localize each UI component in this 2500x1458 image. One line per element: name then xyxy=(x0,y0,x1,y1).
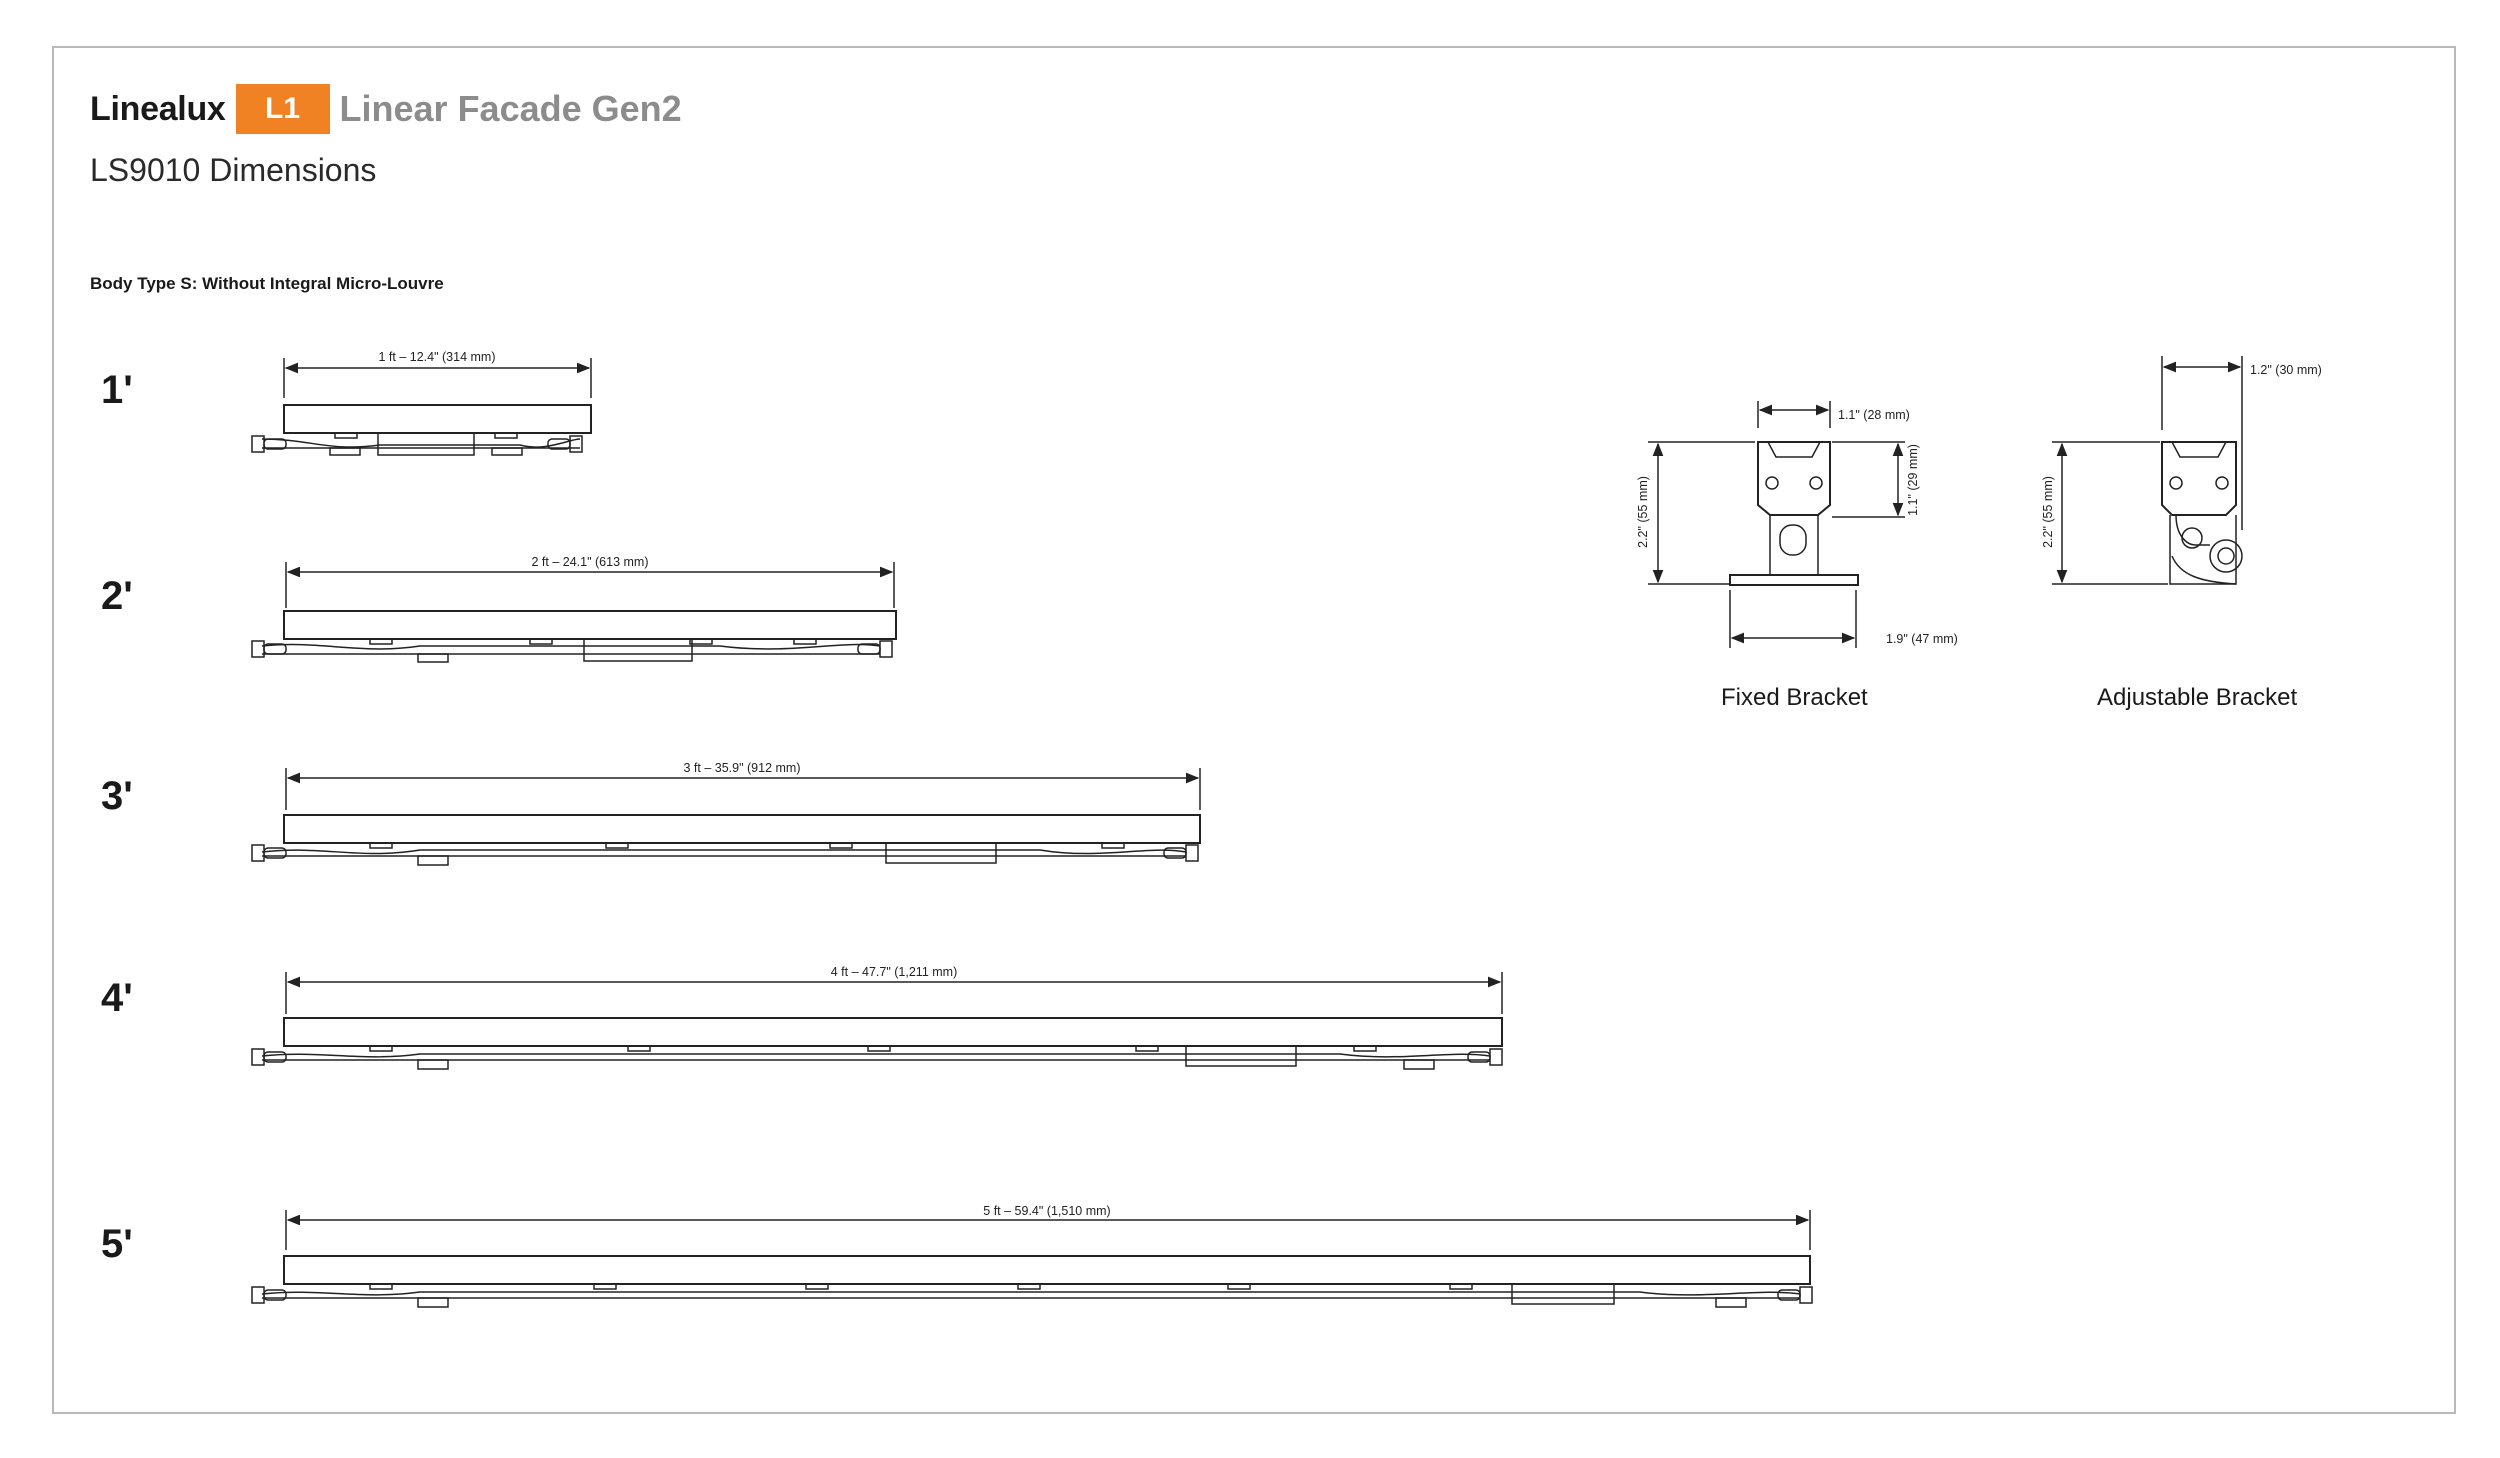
dimension-label-4ft: 4 ft – 47.7" (1,211 mm) xyxy=(830,965,958,979)
dimension-label-2ft: 2 ft – 24.1" (613 mm) xyxy=(531,555,649,569)
adjustable-bracket-drawing xyxy=(2052,356,2243,585)
fixture-drawing-1ft xyxy=(251,358,592,456)
size-label-5ft: 5' xyxy=(101,1222,133,1266)
adjustable-bracket-caption: Adjustable Bracket xyxy=(2097,684,2298,711)
fixed-bracket-height-label: 2.2" (55 mm) xyxy=(1636,476,1650,548)
size-label-3ft: 3' xyxy=(101,774,133,818)
page-subtitle: LS9010 Dimensions xyxy=(90,152,377,188)
size-label-4ft: 4' xyxy=(101,976,133,1020)
page-frame xyxy=(52,46,2456,1414)
dimension-label-3ft: 3 ft – 35.9" (912 mm) xyxy=(683,761,801,775)
brand-badge: L1 xyxy=(235,84,330,134)
adjustable-bracket-width-label: 1.2" (30 mm) xyxy=(2250,363,2322,377)
fixed-bracket-width-label: 1.1" (28 mm) xyxy=(1838,408,1910,422)
brand-header: Linealux L1 Linear Facade Gen2 xyxy=(90,84,682,134)
brand-name: Linealux xyxy=(90,89,226,128)
body-type-label: Body Type S: Without Integral Micro-Louv… xyxy=(90,274,444,293)
fixture-drawing-4ft xyxy=(251,972,1503,1070)
adjustable-bracket-height-label: 2.2" (55 mm) xyxy=(2041,476,2055,548)
dimension-label-5ft: 5 ft – 59.4" (1,510 mm) xyxy=(983,1204,1111,1218)
fixture-drawing-5ft xyxy=(251,1210,1813,1308)
fixed-bracket-base-width-label: 1.9" (47 mm) xyxy=(1886,632,1958,646)
fixed-bracket-upper-height-label: 1.1" (29 mm) xyxy=(1906,444,1920,516)
dimension-label-1ft: 1 ft – 12.4" (314 mm) xyxy=(378,350,496,364)
fixed-bracket-caption: Fixed Bracket xyxy=(1721,684,1868,711)
fixture-drawing-3ft xyxy=(251,768,1201,866)
size-label-2ft: 2' xyxy=(101,574,133,618)
fixed-bracket-drawing xyxy=(1648,401,1905,648)
product-name: Linear Facade Gen2 xyxy=(339,88,682,129)
size-label-1ft: 1' xyxy=(101,368,133,412)
fixture-drawing-2ft xyxy=(251,562,897,663)
